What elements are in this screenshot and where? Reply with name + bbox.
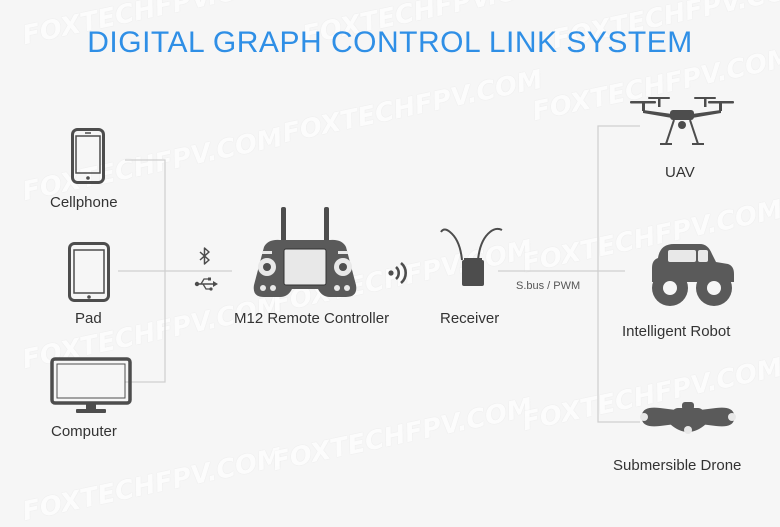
cellphone-icon (71, 128, 105, 184)
computer-icon (50, 357, 132, 415)
uav-icon (626, 94, 738, 148)
receiver-icon (440, 218, 504, 290)
receiver-label: Receiver (440, 310, 500, 327)
right-bracket-line (597, 125, 640, 423)
remote-controller-icon (250, 205, 360, 300)
pad-label: Pad (75, 310, 102, 327)
tablet-icon (68, 242, 110, 302)
uav-label: UAV (665, 164, 695, 181)
submersible-label: Submersible Drone (613, 457, 742, 474)
connector-lines (118, 125, 640, 423)
controller-label: M12 Remote Controller (234, 310, 390, 327)
sbus-pwm-label: S.bus / PWM (516, 280, 581, 292)
usb-icon (194, 276, 218, 292)
page-title: DIGITAL GRAPH CONTROL LINK SYSTEM (87, 26, 693, 59)
wireless-signal-icon (388, 260, 412, 286)
bluetooth-icon (199, 247, 211, 265)
robot-vehicle-icon (648, 238, 736, 308)
submersible-drone-icon (632, 400, 744, 442)
cellphone-label: Cellphone (50, 194, 118, 211)
robot-label: Intelligent Robot (622, 323, 731, 340)
computer-label: Computer (51, 423, 117, 440)
